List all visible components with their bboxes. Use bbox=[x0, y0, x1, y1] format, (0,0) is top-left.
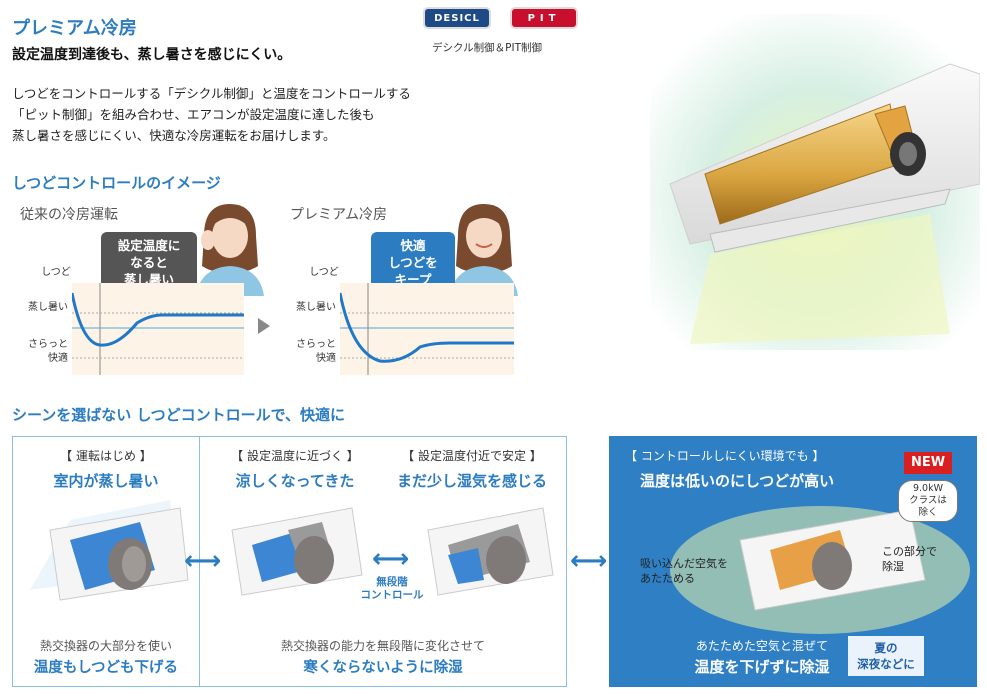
scene3-heading: 【 設定温度付近で安定 】 bbox=[402, 449, 542, 463]
scene1-title: 室内が蒸し暑い bbox=[53, 472, 159, 490]
scenes-title: シーンを選ばない しつどコントロールで、快適に bbox=[12, 406, 345, 424]
double-arrow-icon: ⟷ bbox=[570, 546, 608, 576]
season-label: 夏の 深夜などに bbox=[848, 636, 924, 676]
worried-woman-illustration bbox=[186, 196, 272, 296]
arrow-right-icon bbox=[258, 318, 270, 334]
premium-bubble: 快適 しつどを キープ bbox=[371, 232, 455, 293]
heat-exchanger-full-illustration bbox=[30, 500, 190, 610]
desicl-badge: DESICL bbox=[423, 7, 491, 29]
conventional-humidity-curve bbox=[72, 283, 244, 375]
scene23-note: 熱交換器の能力を無段階に変化させて bbox=[280, 639, 485, 653]
scene4-label-left: 吸い込んだ空気を あたためる bbox=[640, 557, 728, 585]
scene2-title: 涼しくなってきた bbox=[235, 472, 355, 490]
conventional-level-low: さらっと 快適 bbox=[28, 339, 68, 364]
scene4-emphasis: 温度を下げずに除湿 bbox=[694, 658, 830, 676]
pit-badge: PIT bbox=[510, 7, 578, 29]
double-arrow-icon: ⟷ bbox=[184, 546, 222, 576]
premium-humidity-curve bbox=[340, 283, 514, 375]
scene4-heading: 【 コントロールしにくい環境でも 】 bbox=[625, 449, 825, 463]
humidity-image-title: しつどコントロールのイメージ bbox=[12, 174, 221, 192]
scene3-title: まだ少し湿気を感じる bbox=[396, 472, 547, 490]
premium-axis-label: しつど bbox=[309, 267, 339, 278]
scene4-label-right: この部分で 除湿 bbox=[882, 545, 937, 573]
scene1-heading: 【 運転はじめ 】 bbox=[60, 449, 152, 463]
scene1-emphasis: 温度もしつども下げる bbox=[33, 660, 179, 676]
conventional-axis-label: しつど bbox=[41, 267, 71, 278]
stepless-control-label: 無段階 コントロール bbox=[360, 576, 424, 601]
page-title: プレミアム冷房 bbox=[12, 18, 137, 39]
air-conditioner-hero-image bbox=[650, 14, 981, 350]
premium-humidity-chart bbox=[340, 283, 514, 375]
premium-level-low: さらっと 快適 bbox=[296, 339, 336, 364]
stepless-arrow-icon: ⟷ bbox=[372, 544, 410, 574]
airflow-glow-illustration bbox=[660, 500, 978, 640]
new-badge: NEW bbox=[904, 452, 952, 474]
conventional-cooling-label: 従来の冷房運転 bbox=[20, 207, 118, 223]
heat-exchanger-small-illustration bbox=[418, 500, 558, 605]
page-subtitle: 設定温度到達後も、蒸し暑さを感じにくい。 bbox=[12, 47, 292, 63]
conventional-humidity-chart bbox=[72, 283, 244, 375]
scene4-title: 温度は低いのにしつどが高い bbox=[640, 472, 835, 490]
scene2-heading: 【 設定温度に近づく 】 bbox=[231, 449, 359, 463]
intro-text: しつどをコントロールする「デシクル制御」と温度をコントロールする 「ピット制御」… bbox=[12, 86, 411, 143]
badge-caption: デシクル制御＆PIT制御 bbox=[432, 42, 543, 54]
premium-level-high: 蒸し暑い bbox=[296, 302, 336, 313]
scene1-note: 熱交換器の大部分を使い bbox=[39, 639, 172, 653]
heat-exchanger-partial-illustration bbox=[222, 500, 368, 605]
conventional-level-high: 蒸し暑い bbox=[28, 302, 68, 313]
premium-cooling-label: プレミアム冷房 bbox=[290, 207, 388, 223]
scene4-note: あたためた空気と混ぜて bbox=[695, 639, 829, 653]
capacity-exclusion-note: 9.0kW クラスは 除く bbox=[898, 480, 958, 522]
scene23-emphasis: 寒くならないように除湿 bbox=[303, 660, 463, 676]
